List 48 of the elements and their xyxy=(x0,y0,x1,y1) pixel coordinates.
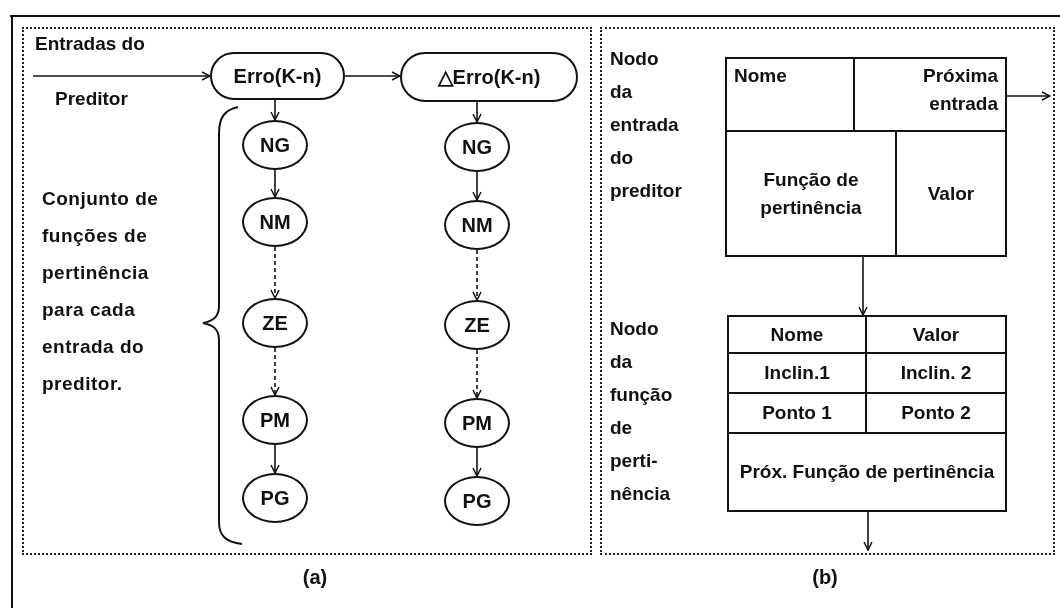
field-cell: Ponto 1 xyxy=(727,392,867,434)
note-text: Conjunto de funções de pertinência para cada entrada do preditor. xyxy=(42,180,190,410)
arrow xyxy=(472,349,482,399)
arrow xyxy=(858,256,868,316)
membership-node: ZE xyxy=(242,298,308,348)
section-label: Nodo da função de perti-nência xyxy=(610,312,702,512)
membership-node: ZE xyxy=(444,300,510,350)
field-cell: Função de pertinência xyxy=(725,130,897,257)
field-cell: Inclin.1 xyxy=(727,352,867,394)
arrow xyxy=(270,169,280,198)
arrow xyxy=(270,99,280,121)
field-cell: Nome xyxy=(725,57,855,132)
membership-node: NG xyxy=(242,120,308,170)
input-label: Preditor xyxy=(55,88,128,110)
membership-node: PG xyxy=(242,473,308,523)
field-cell: Valor xyxy=(865,315,1007,354)
field-cell: Valor xyxy=(895,130,1007,257)
input-label: Entradas do xyxy=(35,33,145,55)
field-cell: Próxima entrada xyxy=(853,57,1007,132)
membership-node: PG xyxy=(444,476,510,526)
arrow xyxy=(270,347,280,396)
record-table xyxy=(727,315,1007,512)
field-cell: Ponto 2 xyxy=(865,392,1007,434)
section-label: Nodo da entrada do preditor xyxy=(610,42,705,212)
panel-frame xyxy=(600,27,1055,555)
arrow xyxy=(32,71,211,81)
panel-caption: (a) xyxy=(301,566,329,589)
arrow xyxy=(472,171,482,201)
membership-node: NG xyxy=(444,122,510,172)
input-node: Erro(K-n) xyxy=(210,52,345,100)
arrow xyxy=(472,447,482,477)
arrow xyxy=(863,511,873,551)
input-node: △Erro(K-n) xyxy=(400,52,578,102)
membership-node: PM xyxy=(242,395,308,445)
membership-node: PM xyxy=(444,398,510,448)
field-cell: Inclin. 2 xyxy=(865,352,1007,394)
membership-node: NM xyxy=(444,200,510,250)
arrow xyxy=(344,71,401,81)
arrow xyxy=(1006,91,1051,101)
panel-caption: (b) xyxy=(811,566,839,589)
arrow xyxy=(270,444,280,474)
field-cell: Nome xyxy=(727,315,867,354)
arrow xyxy=(472,249,482,301)
arrow xyxy=(472,101,482,123)
panel-frame xyxy=(22,27,592,555)
arrow xyxy=(270,246,280,299)
membership-node: NM xyxy=(242,197,308,247)
record-table xyxy=(725,57,1007,257)
